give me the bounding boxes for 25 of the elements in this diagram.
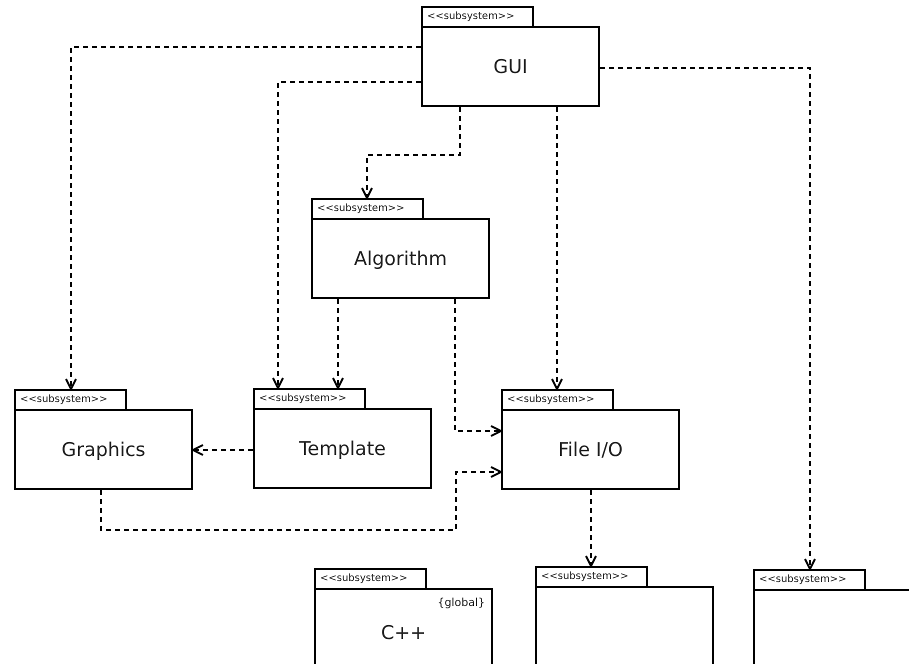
stereotype-tab: <<subsystem>> [421, 6, 534, 26]
package-name: Template [299, 438, 386, 460]
dependency-arrow [65, 46, 421, 390]
dependency-arrow [272, 81, 421, 389]
stereotype-tab: <<subsystem>> [253, 388, 366, 408]
package-name: Graphics [62, 438, 146, 460]
package-name: File I/O [558, 438, 623, 460]
dependency-arrow [454, 299, 502, 437]
dependency-arrow [361, 107, 461, 199]
stereotype-tab: <<subsystem>> [14, 389, 127, 409]
dependency-arrow [100, 466, 502, 531]
stereotype-tab: <<subsystem>> [535, 566, 648, 586]
package-name: C++ [380, 622, 426, 644]
stereotype-tab: <<subsystem>> [314, 568, 427, 588]
package-name: GUI [493, 56, 528, 78]
stereotype-tab: <<subsystem>> [311, 198, 424, 218]
dependency-arrow [600, 67, 816, 570]
package-name: Algorithm [354, 248, 448, 270]
constraint-label: {global} [437, 596, 485, 609]
stereotype-tab: <<subsystem>> [501, 389, 614, 409]
dependency-arrow [192, 444, 253, 456]
dependency-arrow [585, 490, 597, 567]
dependency-arrow [551, 107, 563, 390]
dependency-arrow [332, 299, 344, 389]
stereotype-tab: <<subsystem>> [753, 569, 866, 589]
